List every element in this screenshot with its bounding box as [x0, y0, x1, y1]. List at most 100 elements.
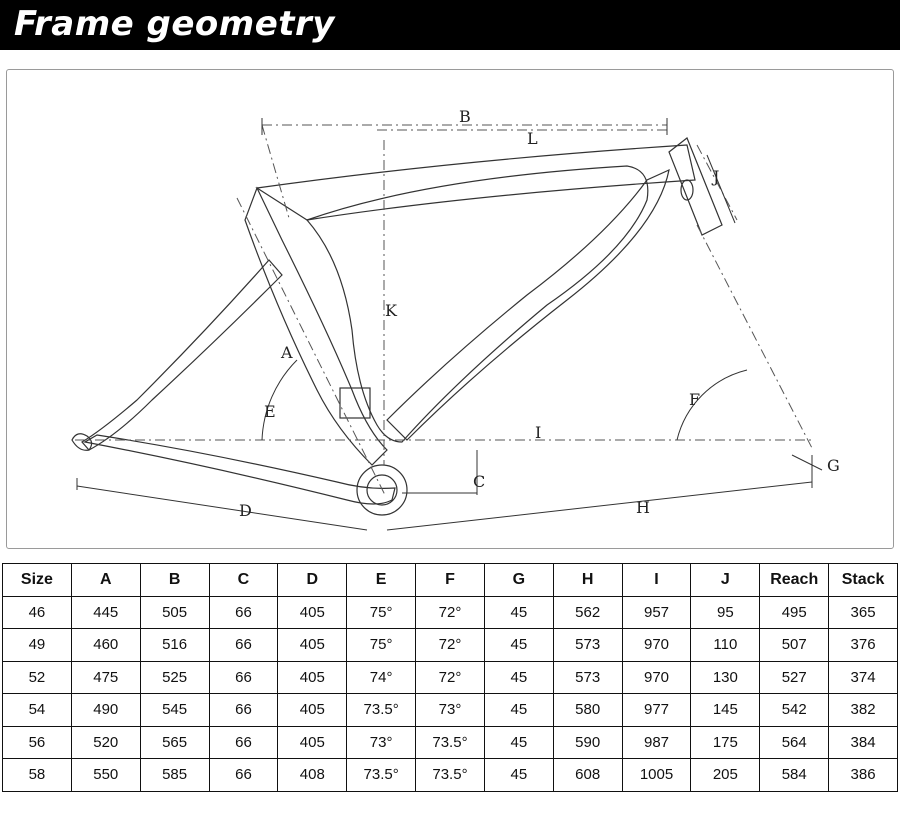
label-k: K	[385, 301, 398, 320]
cell: 110	[690, 628, 761, 662]
cell: 66	[208, 595, 279, 629]
header-a: A	[70, 563, 141, 597]
cell: 73.5°	[346, 693, 417, 727]
table-row: 58 550 585 66 408 73.5° 73.5° 45 608 100…	[2, 758, 898, 792]
cell: 408	[277, 758, 348, 792]
cell: 95	[690, 595, 761, 629]
cell: 507	[759, 628, 830, 662]
cell: 573	[552, 660, 623, 694]
cell: 445	[70, 595, 141, 629]
cell: 505	[139, 595, 210, 629]
cell: 475	[70, 660, 141, 694]
cell: 66	[208, 725, 279, 759]
cell: 72°	[415, 660, 485, 694]
cell: 45	[483, 628, 554, 662]
cell: 405	[277, 725, 348, 759]
cell: 374	[828, 660, 898, 694]
cell: 977	[621, 693, 692, 727]
table-row: 52 475 525 66 405 74° 72° 45 573 970 130…	[2, 660, 898, 694]
cell: 527	[759, 660, 830, 694]
cell: 384	[828, 725, 898, 759]
cell: 608	[552, 758, 623, 792]
cell: 386	[828, 758, 898, 792]
header-h: H	[552, 563, 623, 597]
cell: 72°	[415, 595, 485, 629]
header-reach: Reach	[759, 563, 830, 597]
cell: 145	[690, 693, 761, 727]
cell: 584	[759, 758, 830, 792]
cell: 66	[208, 693, 279, 727]
label-h: H	[636, 498, 650, 517]
cell: 73.5°	[415, 725, 485, 759]
cell: 405	[277, 595, 348, 629]
label-j: J	[711, 167, 719, 186]
table-row: 46 445 505 66 405 75° 72° 45 562 957 95 …	[2, 595, 898, 629]
cell: 970	[621, 628, 692, 662]
cell: 405	[277, 628, 348, 662]
cell: 580	[552, 693, 623, 727]
cell: 52	[2, 660, 72, 694]
cell: 54	[2, 693, 72, 727]
header-i: I	[621, 563, 692, 597]
header-j: J	[690, 563, 761, 597]
title-bar: Frame geometry	[0, 0, 900, 50]
cell: 73°	[415, 693, 485, 727]
cell: 49	[2, 628, 72, 662]
cell: 205	[690, 758, 761, 792]
label-g: G	[827, 456, 840, 475]
header-b: B	[139, 563, 210, 597]
cell: 45	[483, 595, 554, 629]
cell: 987	[621, 725, 692, 759]
cell: 564	[759, 725, 830, 759]
cell: 365	[828, 595, 898, 629]
cell: 957	[621, 595, 692, 629]
cell: 520	[70, 725, 141, 759]
cell: 74°	[346, 660, 417, 694]
label-a: A	[280, 343, 293, 362]
cell: 45	[483, 693, 554, 727]
header-e: E	[346, 563, 417, 597]
cell: 550	[70, 758, 141, 792]
dimension-arrows	[76, 118, 823, 531]
cell: 45	[483, 725, 554, 759]
cell: 565	[139, 725, 210, 759]
cell: 405	[277, 660, 348, 694]
header-size: Size	[2, 563, 72, 597]
cell: 73.5°	[346, 758, 417, 792]
cell: 590	[552, 725, 623, 759]
cell: 460	[70, 628, 141, 662]
cell: 66	[208, 758, 279, 792]
cell: 585	[139, 758, 210, 792]
table-row: 56 520 565 66 405 73° 73.5° 45 590 987 1…	[2, 725, 898, 759]
geometry-table: Size A B C D E F G H I J Reach Stack 46 …	[2, 563, 898, 792]
frame-drawing: B L J K A E F I C G D H	[71, 107, 840, 531]
cell: 45	[483, 758, 554, 792]
cell: 376	[828, 628, 898, 662]
dimension-lines	[75, 124, 814, 496]
cell: 405	[277, 693, 348, 727]
cell: 73°	[346, 725, 417, 759]
cell: 525	[139, 660, 210, 694]
table-row: 49 460 516 66 405 75° 72° 45 573 970 110…	[2, 628, 898, 662]
label-e: E	[264, 402, 276, 421]
label-f: F	[689, 390, 700, 409]
cell: 46	[2, 595, 72, 629]
cell: 45	[483, 660, 554, 694]
cell: 573	[552, 628, 623, 662]
cell: 175	[690, 725, 761, 759]
table-header-row: Size A B C D E F G H I J Reach Stack	[2, 563, 898, 597]
cell: 56	[2, 725, 72, 759]
cell: 66	[208, 660, 279, 694]
header-d: D	[277, 563, 348, 597]
cell: 545	[139, 693, 210, 727]
label-b: B	[459, 107, 471, 126]
cell: 130	[690, 660, 761, 694]
header-stack: Stack	[828, 563, 898, 597]
cell: 75°	[346, 628, 417, 662]
cell: 495	[759, 595, 830, 629]
cell: 72°	[415, 628, 485, 662]
cell: 75°	[346, 595, 417, 629]
cell: 970	[621, 660, 692, 694]
cell: 516	[139, 628, 210, 662]
page-title: Frame geometry	[14, 4, 335, 44]
